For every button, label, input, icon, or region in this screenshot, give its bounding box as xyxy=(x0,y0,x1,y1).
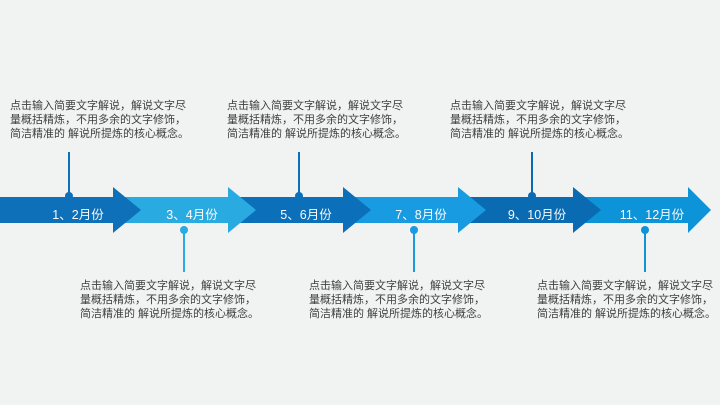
month-label-2: 3、4月份 xyxy=(166,208,218,222)
annotation-line: 量概括精炼，不用多余的文字修饰， xyxy=(537,294,713,306)
annotation-text-top-right: 点击输入简要文字解说，解说文字尽 量概括精炼，不用多余的文字修饰， 简洁精准的 … xyxy=(450,99,630,141)
callout-dot-up-1 xyxy=(65,192,73,200)
annotation-line: 量概括精炼，不用多余的文字修饰， xyxy=(450,114,626,126)
annotation-line: 简洁精准的 解说所提炼的核心概念。 xyxy=(309,308,489,320)
month-label-4: 7、8月份 xyxy=(395,208,447,222)
month-label-1: 1、2月份 xyxy=(52,208,104,222)
annotation-text-top-center: 点击输入简要文字解说，解说文字尽 量概括精炼，不用多余的文字修饰， 简洁精准的 … xyxy=(227,99,407,141)
annotation-line: 简洁精准的 解说所提炼的核心概念。 xyxy=(10,128,190,140)
annotation-line: 点击输入简要文字解说，解说文字尽 xyxy=(227,100,403,112)
callout-line-down-2 xyxy=(413,230,415,272)
callout-dot-up-3 xyxy=(528,192,536,200)
annotation-line: 简洁精准的 解说所提炼的核心概念。 xyxy=(80,308,260,320)
annotation-text-top-left: 点击输入简要文字解说，解说文字尽 量概括精炼，不用多余的文字修饰， 简洁精准的 … xyxy=(10,99,190,141)
callout-line-up-3 xyxy=(531,152,533,196)
annotation-line: 量概括精炼，不用多余的文字修饰， xyxy=(10,114,186,126)
annotation-line: 点击输入简要文字解说，解说文字尽 xyxy=(10,100,186,112)
annotation-text-bottom-right: 点击输入简要文字解说，解说文字尽 量概括精炼，不用多余的文字修饰， 简洁精准的 … xyxy=(537,279,717,321)
annotation-text-bottom-left: 点击输入简要文字解说，解说文字尽 量概括精炼，不用多余的文字修饰， 简洁精准的 … xyxy=(80,279,260,321)
annotation-line: 简洁精准的 解说所提炼的核心概念。 xyxy=(450,128,630,140)
annotation-line: 点击输入简要文字解说，解说文字尽 xyxy=(450,100,626,112)
annotation-line: 量概括精炼，不用多余的文字修饰， xyxy=(80,294,256,306)
callout-line-down-3 xyxy=(644,230,646,272)
callout-line-up-2 xyxy=(298,152,300,196)
callout-line-down-1 xyxy=(183,230,185,272)
month-label-6: 11、12月份 xyxy=(619,208,685,222)
annotation-line: 简洁精准的 解说所提炼的核心概念。 xyxy=(227,128,407,140)
annotation-line: 点击输入简要文字解说，解说文字尽 xyxy=(537,280,713,292)
month-label-3: 5、6月份 xyxy=(280,208,332,222)
annotation-line: 量概括精炼，不用多余的文字修饰， xyxy=(309,294,485,306)
annotation-line: 点击输入简要文字解说，解说文字尽 xyxy=(309,280,485,292)
annotation-text-bottom-center: 点击输入简要文字解说，解说文字尽 量概括精炼，不用多余的文字修饰， 简洁精准的 … xyxy=(309,279,489,321)
annotation-line: 量概括精炼，不用多余的文字修饰， xyxy=(227,114,403,126)
callout-dot-up-2 xyxy=(295,192,303,200)
month-label-5: 9、10月份 xyxy=(507,208,567,222)
annotation-line: 简洁精准的 解说所提炼的核心概念。 xyxy=(537,308,717,320)
annotation-line: 点击输入简要文字解说，解说文字尽 xyxy=(80,280,256,292)
callout-line-up-1 xyxy=(68,152,70,196)
